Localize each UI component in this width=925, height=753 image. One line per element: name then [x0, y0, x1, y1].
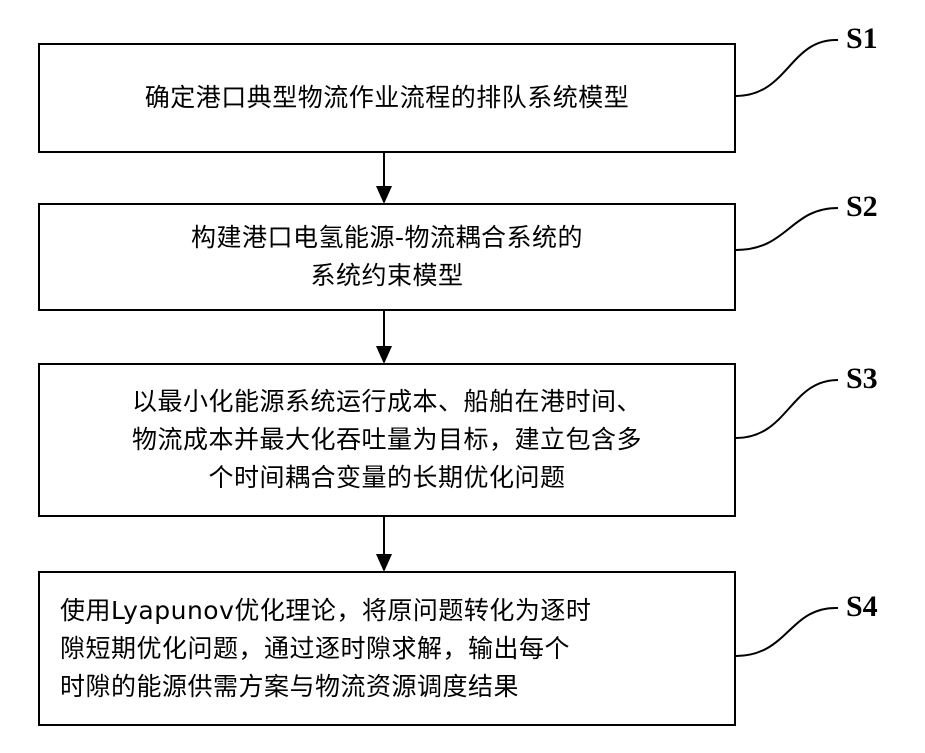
step-box-s1: 确定港口典型物流作业流程的排队系统模型 — [38, 43, 736, 153]
step-text-s4: 使用Lyapunov优化理论，将原问题转化为逐时 隙短期优化问题，通过逐时隙求解… — [40, 592, 734, 706]
leader-line-s4 — [736, 608, 838, 656]
step-label-s1: S1 — [846, 22, 878, 56]
leader-line-s2 — [736, 208, 838, 250]
step-box-s3: 以最小化能源系统运行成本、船舶在港时间、 物流成本并最大化吞吐量为目标，建立包含… — [38, 363, 736, 517]
step-label-s2: S2 — [846, 190, 878, 224]
step-box-s2: 构建港口电氢能源-物流耦合系统的 系统约束模型 — [38, 203, 736, 311]
leader-line-s3 — [736, 380, 838, 438]
leader-line-s1 — [736, 40, 838, 96]
step-label-s3: S3 — [846, 362, 878, 396]
step-text-s2: 构建港口电氢能源-物流耦合系统的 系统约束模型 — [191, 219, 583, 295]
step-label-s4: S4 — [846, 590, 878, 624]
step-box-s4: 使用Lyapunov优化理论，将原问题转化为逐时 隙短期优化问题，通过逐时隙求解… — [38, 571, 736, 726]
step-text-s3: 以最小化能源系统运行成本、船舶在港时间、 物流成本并最大化吞吐量为目标，建立包含… — [132, 383, 642, 497]
step-text-s1: 确定港口典型物流作业流程的排队系统模型 — [145, 79, 630, 117]
